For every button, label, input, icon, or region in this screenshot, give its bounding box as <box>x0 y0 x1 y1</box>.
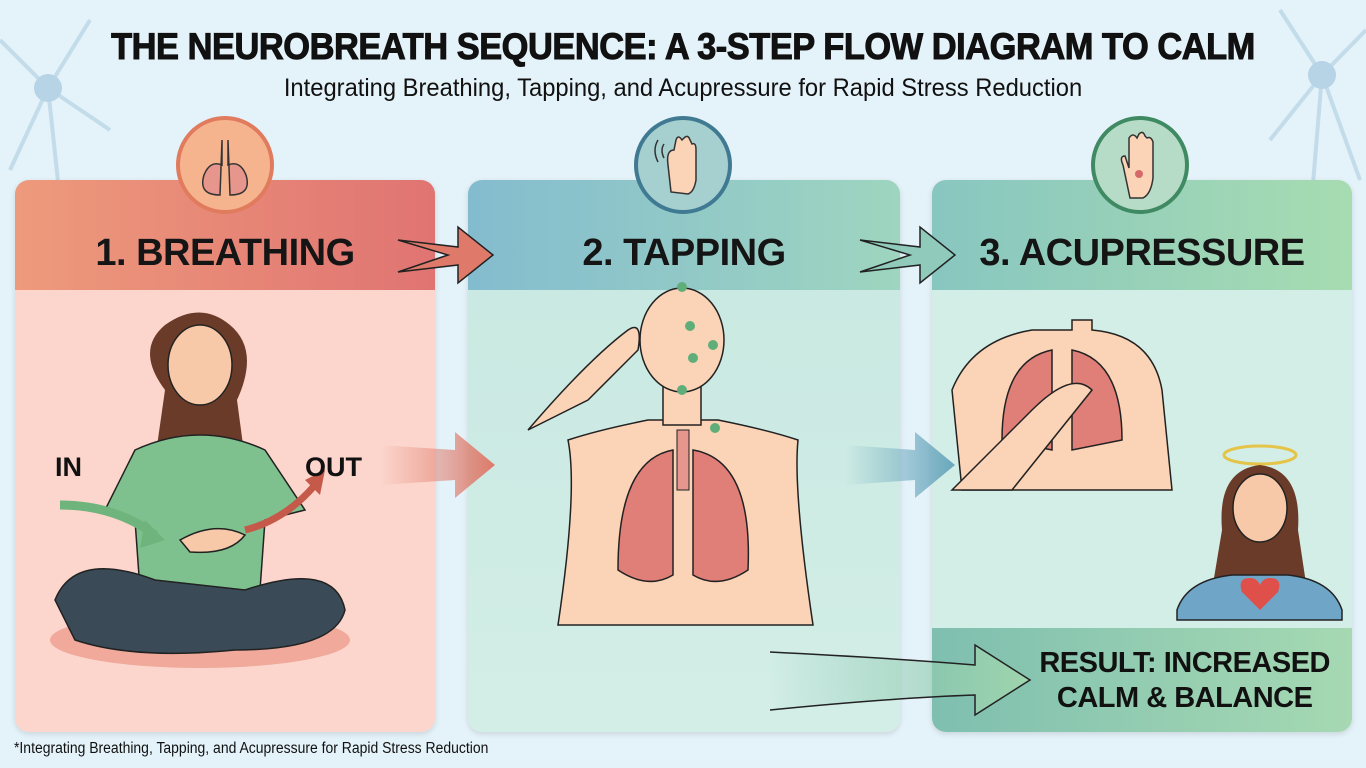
neuron-decoration-right <box>1268 8 1366 221</box>
breath-in-label: IN <box>55 452 82 482</box>
step-tapping-panel: 2. TAPPING <box>468 180 900 732</box>
tapping-points-illustration <box>527 282 814 626</box>
arrow-tapping-body-to-acupressure <box>845 432 955 498</box>
result-line-1: RESULT: INCREASED <box>1039 647 1330 679</box>
neuron-decoration-left <box>0 18 112 201</box>
lungs-icon <box>176 116 274 214</box>
arrow-breathing-to-tapping <box>397 225 495 285</box>
footer-note: *Integrating Breathing, Tapping, and Acu… <box>14 740 489 757</box>
arrow-tapping-to-acupressure <box>859 225 957 285</box>
step-breathing-label: 1. BREATHING <box>95 232 355 274</box>
page-title: THE NEUROBREATH SEQUENCE: A 3-STEP FLOW … <box>111 26 1256 68</box>
tapping-hand-icon <box>634 116 732 214</box>
result-line-2: CALM & BALANCE <box>1056 682 1313 714</box>
acupressure-illustration <box>950 319 1343 621</box>
breath-out-label: OUT <box>305 452 362 482</box>
step-acupressure-label: 3. ACUPRESSURE <box>979 232 1305 274</box>
meditating-woman-illustration <box>50 312 350 668</box>
step-breathing-panel: 1. BREATHING IN OUT <box>15 180 435 732</box>
step-tapping-label: 2. TAPPING <box>582 232 786 274</box>
step-tapping-body <box>468 282 900 732</box>
step-breathing-body: IN OUT <box>15 290 435 732</box>
arrow-breathing-body-to-tapping <box>380 432 495 498</box>
acupressure-hand-icon <box>1091 116 1189 214</box>
page-subtitle: Integrating Breathing, Tapping, and Acup… <box>283 74 1083 102</box>
arrow-to-result <box>769 643 1032 717</box>
